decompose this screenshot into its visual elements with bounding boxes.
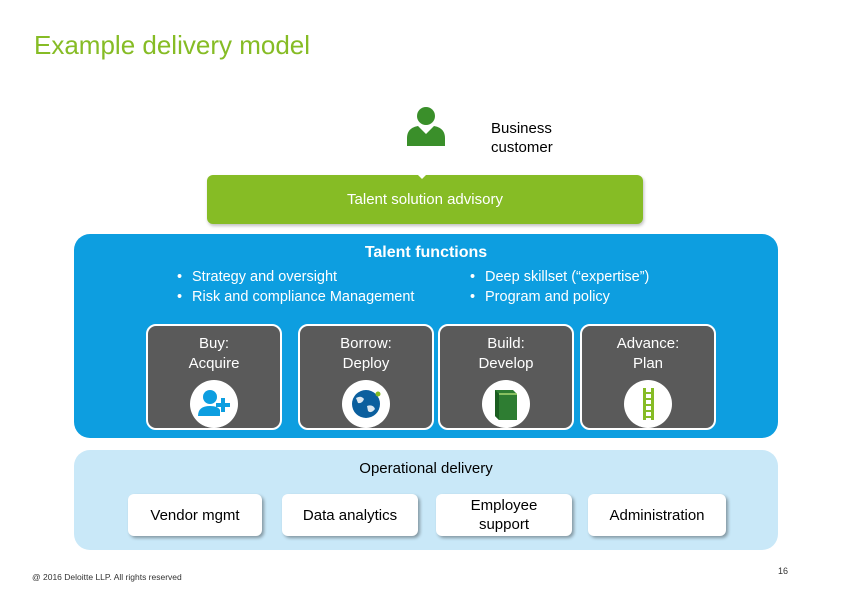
globe-icon (342, 380, 390, 428)
talent-functions-panel: Talent functions Strategy and oversight … (74, 234, 778, 438)
card-label-line1: Borrow: (340, 335, 392, 352)
operational-delivery-title: Operational delivery (359, 460, 493, 477)
card-label-line1: Build: (487, 335, 525, 352)
book-icon (482, 380, 530, 428)
ops-item-data-analytics: Data analytics (282, 494, 418, 536)
person-icon (405, 104, 447, 146)
bullet-item: Deep skillset (“expertise”) (470, 267, 649, 287)
copyright-text: @ 2016 Deloitte LLP. All rights reserved (32, 572, 182, 582)
card-label: Build: Develop (440, 334, 572, 374)
talent-functions-title: Talent functions (364, 244, 488, 261)
bullets-left: Strategy and oversight Risk and complian… (177, 267, 414, 307)
bullet-item: Program and policy (470, 287, 649, 307)
customer-label-line1: Business (491, 120, 552, 137)
card-label-line2: Plan (632, 355, 664, 372)
card-label: Advance: Plan (582, 334, 714, 374)
ops-item-administration: Administration (588, 494, 726, 536)
add-user-icon (190, 380, 238, 428)
page-title: Example delivery model (34, 30, 311, 60)
employee-support-label: Employee support (470, 497, 538, 533)
ladder-icon (624, 380, 672, 428)
page-number: 16 (778, 566, 789, 576)
card-label: Borrow: Deploy (300, 334, 432, 374)
card-label-line1: Advance: (616, 335, 680, 352)
card-advance-plan: Advance: Plan (580, 324, 716, 430)
advisory-label: Talent solution advisory (347, 191, 503, 208)
card-label-line2: Deploy (342, 355, 390, 372)
card-buy-acquire: Buy: Acquire (146, 324, 282, 430)
operational-delivery-panel: Operational delivery Vendor mgmt Data an… (74, 450, 778, 550)
customer-label-line2: customer (491, 139, 553, 156)
talent-solution-advisory-bar: Talent solution advisory (207, 175, 643, 224)
bullet-item: Strategy and oversight (177, 267, 414, 287)
ops-item-vendor-mgmt: Vendor mgmt (128, 494, 262, 536)
ops-item-employee-support: Employee support (436, 494, 572, 536)
bullet-item: Risk and compliance Management (177, 287, 414, 307)
bullets-right: Deep skillset (“expertise”) Program and … (470, 267, 649, 307)
card-label-line2: Develop (478, 355, 534, 372)
card-borrow-deploy: Borrow: Deploy (298, 324, 434, 430)
card-build-develop: Build: Develop (438, 324, 574, 430)
card-label: Buy: Acquire (148, 334, 280, 374)
card-label-line2: Acquire (188, 355, 240, 372)
card-label-line1: Buy: (198, 335, 229, 352)
business-customer-label: Business customer (491, 119, 611, 157)
advisory-notch (415, 172, 429, 179)
